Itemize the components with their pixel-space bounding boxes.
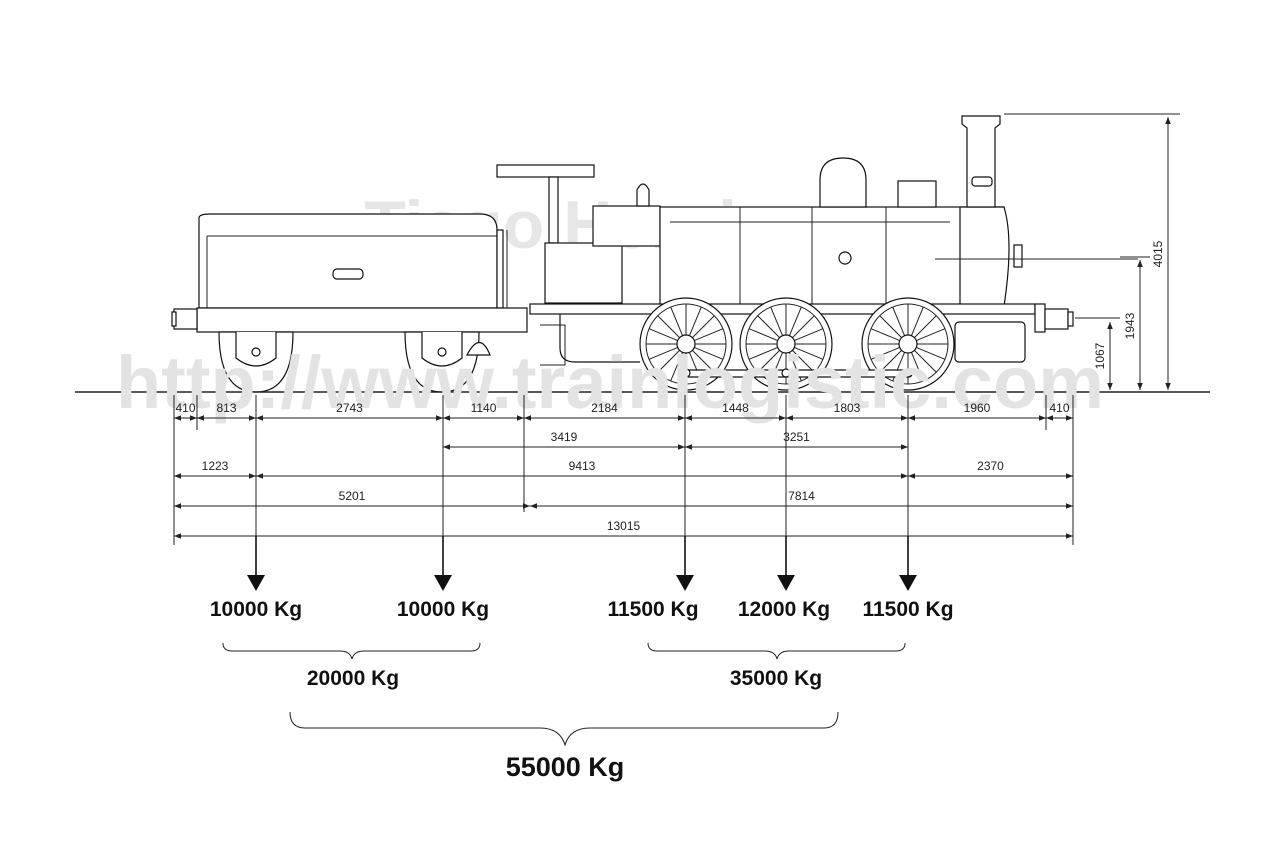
dimension-label: 2184: [591, 401, 618, 415]
tender-total-load: 20000 Kg: [307, 667, 399, 690]
load-arrow-head: [247, 575, 265, 591]
height-1067: 1067: [1093, 342, 1107, 369]
grand-total-load: 55000 Kg: [506, 752, 625, 782]
tender: [171, 213, 528, 393]
driving-wheel: [639, 297, 733, 391]
locomotive: [496, 115, 1138, 391]
dimension-label: 1803: [834, 401, 861, 415]
axle-load-label: 11500 Kg: [607, 598, 698, 621]
height-dimensions: 1067 1943 4015: [1004, 113, 1180, 390]
axle-load-label: 10000 Kg: [210, 598, 302, 621]
dimension-label: 1223: [202, 459, 229, 473]
dimension-label: 13015: [607, 519, 641, 533]
dimension-lines: 410 813 2743 1140 2184 1448 1803 1960 410 3419 325…: [174, 401, 1073, 539]
height-1943: 1943: [1123, 312, 1137, 339]
driving-wheel: [739, 297, 833, 391]
dimension-label: 2370: [977, 459, 1004, 473]
load-arrow-head: [899, 575, 917, 591]
axle-load-label: 12000 Kg: [738, 598, 830, 621]
dimension-label: 410: [175, 401, 195, 415]
dimension-label: 3251: [783, 430, 810, 444]
driving-wheel: [861, 297, 955, 391]
dimension-label: 1140: [471, 401, 497, 415]
dimension-label: 2743: [336, 401, 363, 415]
axle-load-label: 10000 Kg: [397, 598, 489, 621]
dimension-label: 1960: [964, 401, 991, 415]
dimension-label: 7814: [788, 489, 815, 503]
load-arrow-head: [777, 575, 795, 591]
dimension-label: 5201: [339, 489, 366, 503]
dimension-label: 813: [216, 401, 236, 415]
axle-loads: 10000 Kg 10000 Kg 11500 Kg 12000 Kg 11500 Kg: [210, 536, 954, 621]
engine-total-load: 35000 Kg: [730, 667, 822, 690]
watermark-site: http://www.trainlogistic.com: [116, 341, 1104, 424]
height-4015: 4015: [1151, 240, 1165, 267]
dimension-label: 3419: [551, 430, 578, 444]
load-arrow-head: [676, 575, 694, 591]
load-arrow-head: [434, 575, 452, 591]
dimension-label: 9413: [569, 459, 596, 473]
dimension-label: 410: [1049, 401, 1069, 415]
axle-load-label: 11500 Kg: [862, 598, 953, 621]
dimension-label: 1448: [722, 401, 749, 415]
